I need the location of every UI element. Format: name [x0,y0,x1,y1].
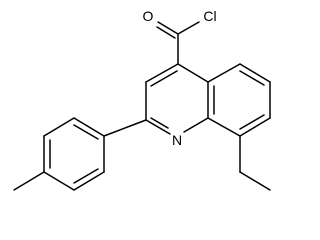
bond-c8a-n [183,117,209,133]
bond-n-c2-double [150,117,169,129]
bond-n-c2 [145,119,171,135]
bond-carbonyl-oxygen [157,21,179,35]
bond-aryl-1-2 [73,117,105,137]
bond-aryl-4-5 [43,171,75,191]
bond-aryl-2-3 [43,117,75,137]
oxygen-atom-label: O [143,8,154,24]
bond-carbonyl-chlorine [177,21,200,35]
atom-labels: O Cl N [143,8,217,148]
bond-carbonyl-oxygen-double [156,26,176,39]
nitrogen-atom-label: N [172,132,182,148]
chemical-structure-diagram: O Cl N [13,8,271,191]
chlorine-atom-label: Cl [203,8,216,24]
bond-c5-c6 [239,63,271,83]
bond-aryl-5-6 [73,171,105,191]
fused-benzene-ring [207,63,271,137]
bond-c4a-c5 [207,63,241,83]
bond-c7-c8 [239,117,271,137]
bond-aryl-5-6-double [73,168,99,184]
acyl-chloride-group [156,21,200,65]
bond-c2-aryl [103,119,147,137]
bond-c7-c8-double [239,114,265,130]
bond-c3-c4-double [150,70,178,87]
ethyl-group [239,135,271,191]
pyridine-ring [145,63,209,135]
bond-aryl-1-2-double [73,124,99,140]
bond-aryl-methyl [13,171,45,191]
bond-ethyl-ch2-ch3 [239,171,271,191]
bond-c5-c6-double [239,70,265,86]
bond-c8-c8a [207,117,241,137]
bond-c3-c4 [145,63,179,83]
tolyl-group [13,117,147,191]
bond-c4-c4a [177,63,209,83]
